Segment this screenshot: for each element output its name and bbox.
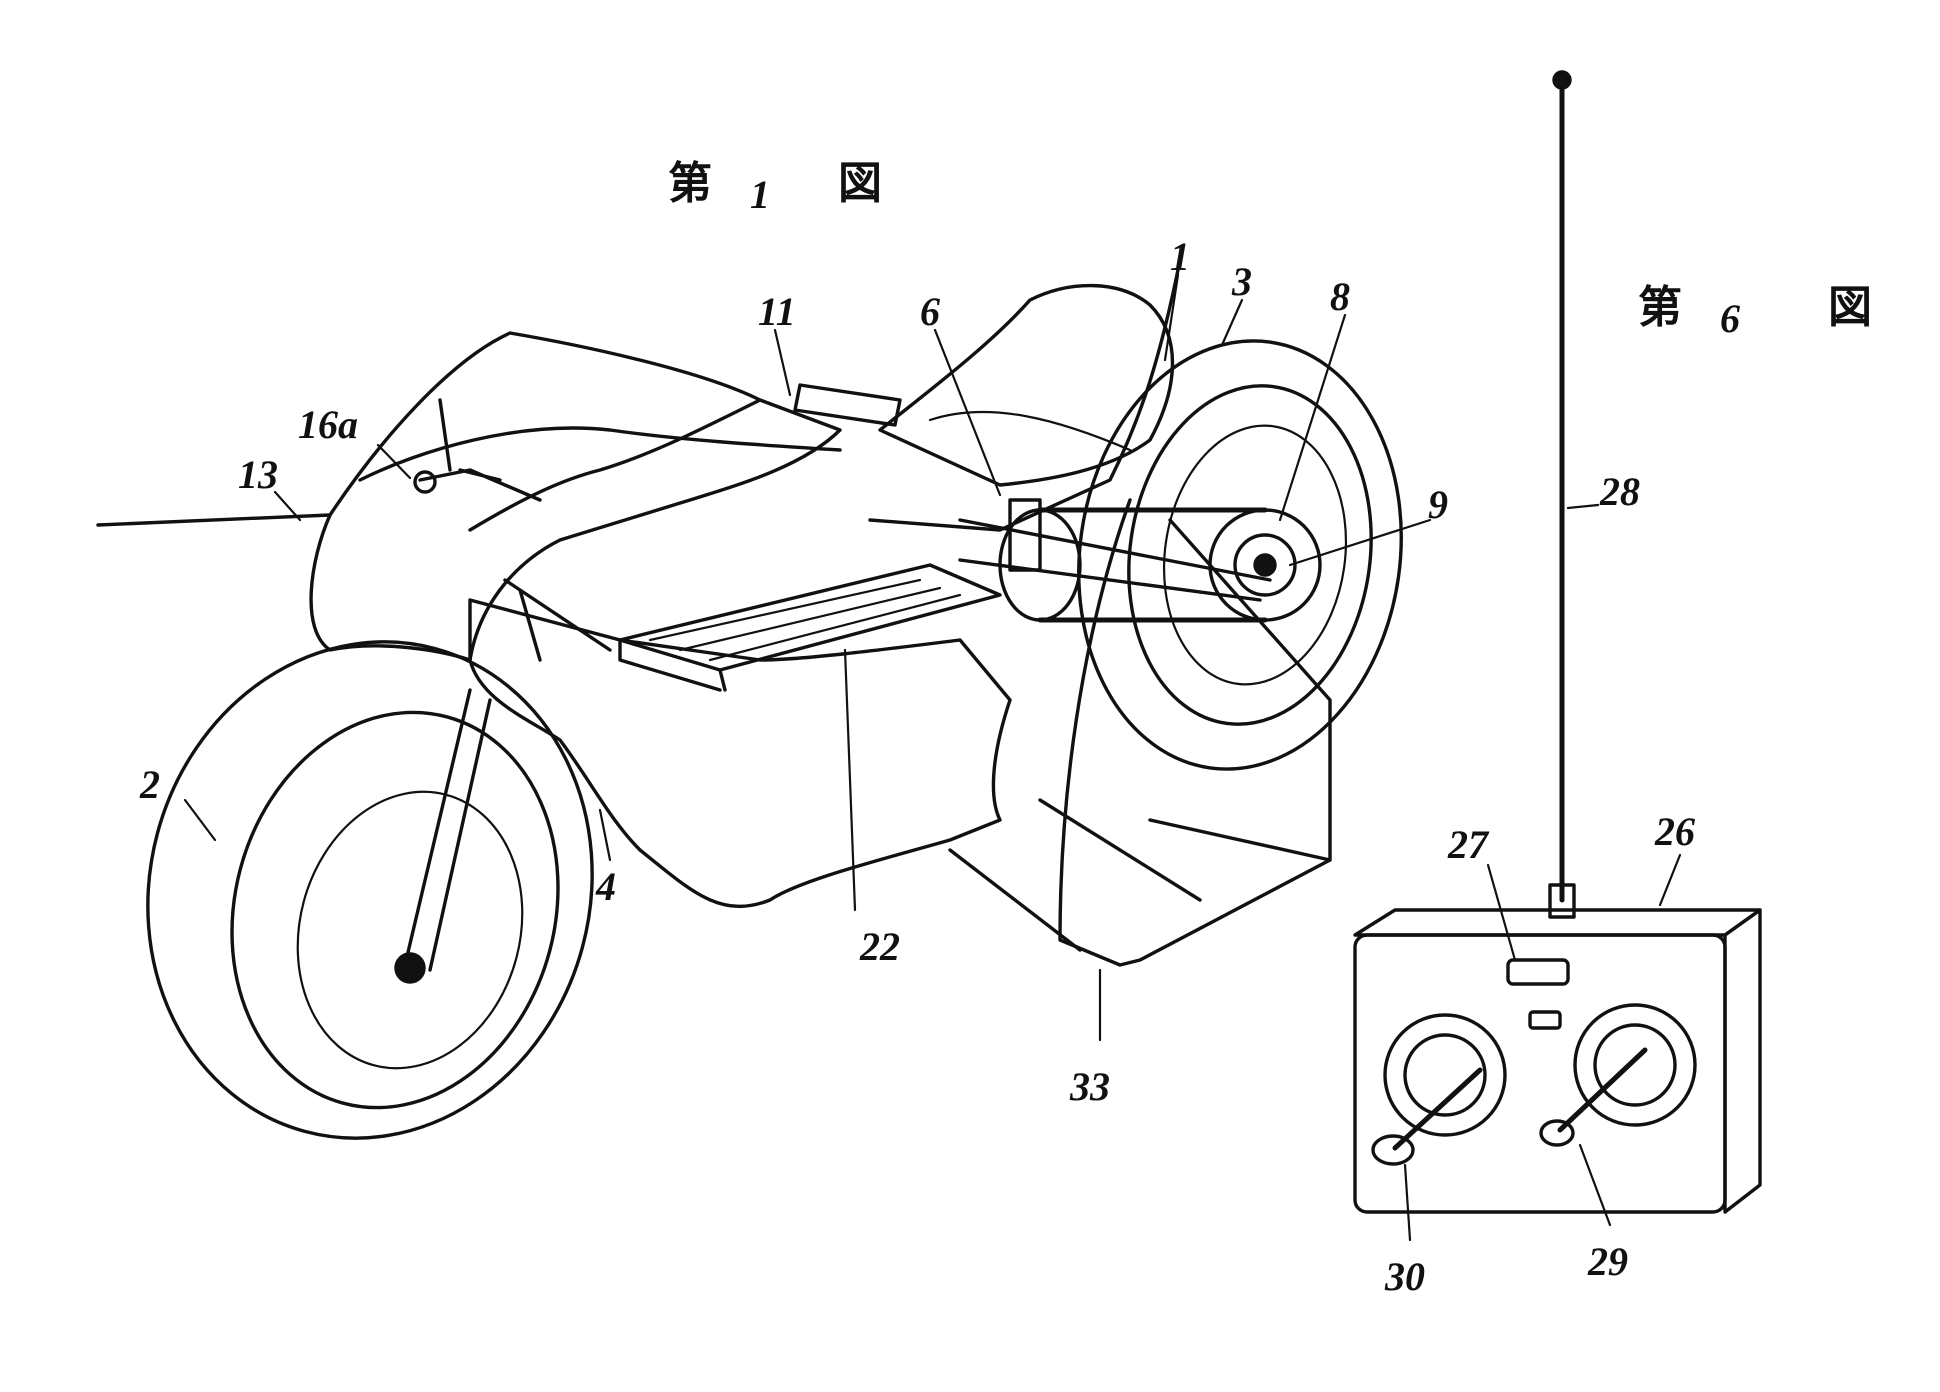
steering-pivot: [415, 472, 435, 492]
ref-steering-linkage: 16a: [298, 402, 358, 447]
right-stick: [1560, 1050, 1645, 1130]
stand-base: [950, 800, 1330, 950]
seat-line: [930, 412, 1130, 450]
leader-28: [1568, 505, 1598, 508]
fig1-title-suffix: 図: [838, 158, 882, 209]
right-gimbal-inner: [1595, 1025, 1675, 1105]
ref-front-wheel: 2: [139, 762, 160, 807]
leader-2: [185, 800, 215, 840]
leader-9: [1290, 520, 1430, 565]
antenna-tip: [1554, 72, 1570, 88]
drive-chain: [1040, 510, 1265, 620]
ref-rear-wheel: 3: [1231, 259, 1252, 304]
transmitter-case-top: [1355, 910, 1760, 935]
fig6-title-number: 6: [1720, 296, 1740, 341]
figure-1-title: 第 1 図: [668, 158, 882, 217]
figure-6-title: 第 6 図: [1638, 282, 1872, 341]
leader-26: [1660, 855, 1680, 905]
cord-line: [98, 515, 330, 525]
front-fairing: [311, 333, 840, 660]
fig6-title-prefix: 第: [1638, 282, 1682, 333]
ref-switch: 27: [1447, 822, 1490, 867]
ref-stand: 33: [1069, 1064, 1110, 1109]
right-gimbal: [1575, 1005, 1695, 1125]
right-stick-knob: [1541, 1121, 1573, 1145]
reference-numerals: 13 16a 11 6 1 3 8 9 2 4 22 33 28 26 27 3…: [139, 234, 1695, 1299]
rear-axle: [1255, 555, 1275, 575]
transmitter-case-side: [1725, 910, 1760, 1212]
ref-right-stick: 29: [1587, 1239, 1628, 1284]
indicator-led: [1530, 1012, 1560, 1028]
ref-rear-sprocket: 8: [1330, 274, 1350, 319]
front-fork: [405, 690, 490, 970]
fairing-inner-edge: [470, 400, 760, 530]
servo-arm: [505, 580, 610, 660]
ref-fuel-tank: 11: [758, 289, 796, 334]
leader-4: [600, 810, 610, 860]
main-frame: [870, 260, 1180, 530]
leader-27: [1488, 865, 1515, 960]
front-wheel-rim: [268, 766, 553, 1093]
leader-30: [1405, 1165, 1410, 1240]
front-axle: [396, 954, 424, 982]
fig6-title-suffix: 図: [1828, 282, 1872, 333]
leader-3: [1222, 300, 1242, 345]
ref-rear-axle: 9: [1428, 482, 1448, 527]
left-stick-knob: [1373, 1136, 1413, 1164]
leader-11: [775, 330, 790, 395]
front-wheel: [93, 592, 647, 1189]
ref-transmitter: 26: [1654, 809, 1695, 854]
fig1-title-number: 1: [750, 172, 770, 217]
battery-box: [620, 565, 1000, 670]
ref-left-stick: 30: [1384, 1254, 1425, 1299]
rear-wheel-rim: [1148, 414, 1362, 697]
transmitter-drawing: [1355, 72, 1760, 1212]
lower-fairing: [470, 600, 1010, 906]
front-wheel-inner: [189, 675, 602, 1144]
ref-frame: 4: [595, 864, 616, 909]
ref-body: 1: [1170, 234, 1190, 279]
transmitter-case-front: [1355, 935, 1725, 1212]
ref-cord: 13: [238, 452, 278, 497]
ref-engine-part: 6: [920, 289, 940, 334]
ref-antenna: 28: [1599, 469, 1640, 514]
motorcycle-drawing: [93, 260, 1429, 1188]
fig1-title-prefix: 第: [668, 158, 712, 209]
left-gimbal: [1385, 1015, 1505, 1135]
ref-battery-box: 22: [859, 924, 900, 969]
power-switch: [1508, 960, 1568, 984]
